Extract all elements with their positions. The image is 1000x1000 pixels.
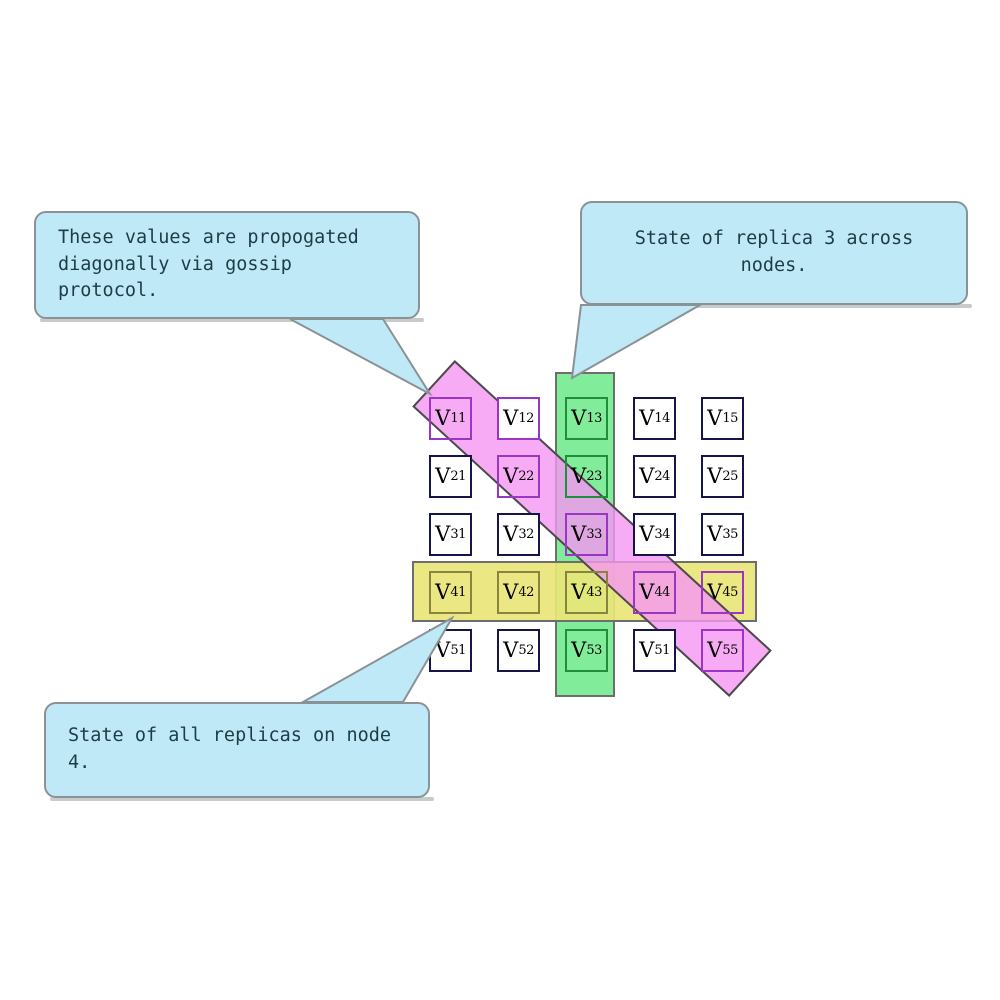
value-cell-label: V (503, 406, 519, 430)
value-cell-label: V (707, 406, 723, 430)
value-cell-label: V (571, 464, 587, 488)
value-cell-subscript: 11 (450, 411, 466, 426)
value-cell-subscript: 42 (518, 585, 534, 600)
value-cell-label: V (639, 522, 655, 546)
value-cell-label: V (435, 638, 451, 662)
callout-node-4[interactable]: State of all replicas on node 4. (44, 702, 430, 798)
value-cell-label: V (435, 406, 451, 430)
value-cell-label: V (503, 638, 519, 662)
callout-shadow-replica (586, 304, 972, 308)
callout-tail-replica (570, 304, 704, 380)
value-cell-subscript: 33 (586, 527, 602, 542)
callout-gossip-diagonal-text: These values are propogated diagonally v… (58, 226, 359, 302)
value-cell-subscript: 24 (654, 469, 670, 484)
value-cell-label: V (435, 522, 451, 546)
value-cell-subscript: 12 (518, 411, 534, 426)
value-cell-subscript: 43 (586, 585, 602, 600)
value-cell-label: V (435, 580, 451, 604)
value-cell-subscript: 34 (654, 527, 670, 542)
value-cell-label: V (639, 638, 655, 662)
callout-replica-3[interactable]: State of replica 3 across nodes. (580, 201, 968, 305)
callout-tail-diagonal (289, 318, 433, 397)
value-cell-label: V (571, 406, 587, 430)
value-cell-subscript: 31 (450, 527, 466, 542)
value-cell-subscript: 44 (654, 585, 670, 600)
value-cell-subscript: 51 (450, 643, 466, 658)
value-cell-subscript: 51 (654, 643, 670, 658)
callout-tail-node (299, 615, 455, 703)
value-cell-subscript: 53 (586, 643, 602, 658)
callout-shadow-diagonal (40, 318, 424, 322)
callout-node-4-text: State of all replicas on node 4. (68, 725, 392, 773)
value-cell-subscript: 15 (722, 411, 738, 426)
value-cell-subscript: 55 (722, 643, 738, 658)
value-cell-label: V (707, 580, 723, 604)
value-cell-subscript: 52 (518, 643, 534, 658)
value-cell-label: V (707, 464, 723, 488)
value-cell-subscript: 45 (722, 585, 738, 600)
value-cell-subscript: 23 (586, 469, 602, 484)
value-cell-label: V (639, 580, 655, 604)
value-cell-label: V (707, 638, 723, 662)
callout-gossip-diagonal[interactable]: These values are propogated diagonally v… (34, 211, 420, 319)
value-cell-subscript: 13 (586, 411, 602, 426)
value-cell-label: V (571, 522, 587, 546)
value-cell-subscript: 32 (518, 527, 534, 542)
value-cell-label: V (639, 406, 655, 430)
value-cell-label: V (707, 522, 723, 546)
value-cell-label: V (571, 580, 587, 604)
value-cell-subscript: 22 (518, 469, 534, 484)
value-cell-subscript: 35 (722, 527, 738, 542)
value-cell-subscript: 14 (654, 411, 670, 426)
value-cell-subscript: 21 (450, 469, 466, 484)
callout-shadow-node (50, 797, 434, 801)
value-cell-subscript: 25 (722, 469, 738, 484)
value-cell-label: V (503, 580, 519, 604)
value-cell-label: V (503, 464, 519, 488)
value-cell-label: V (639, 464, 655, 488)
callout-replica-3-text: State of replica 3 across nodes. (634, 228, 914, 276)
value-cell-label: V (435, 464, 451, 488)
value-cell-subscript: 41 (450, 585, 466, 600)
value-cell-label: V (571, 638, 587, 662)
value-cell-label: V (503, 522, 519, 546)
